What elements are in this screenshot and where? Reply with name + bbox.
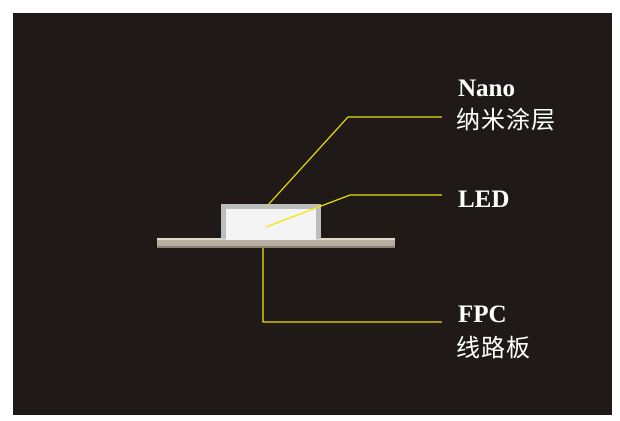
fpc-leader-line — [262, 248, 442, 323]
led-leader-line — [265, 194, 442, 228]
nano-leader-line — [267, 116, 442, 206]
circuit-board-label: 线路板 — [456, 334, 531, 362]
fpc-label: FPC — [458, 301, 507, 328]
fpc-board — [157, 238, 395, 248]
nano-label: Nano — [458, 75, 515, 102]
fpc-board-shadow — [157, 246, 395, 248]
led-label: LED — [458, 186, 510, 213]
nano-coating-label: 纳米涂层 — [456, 106, 556, 134]
